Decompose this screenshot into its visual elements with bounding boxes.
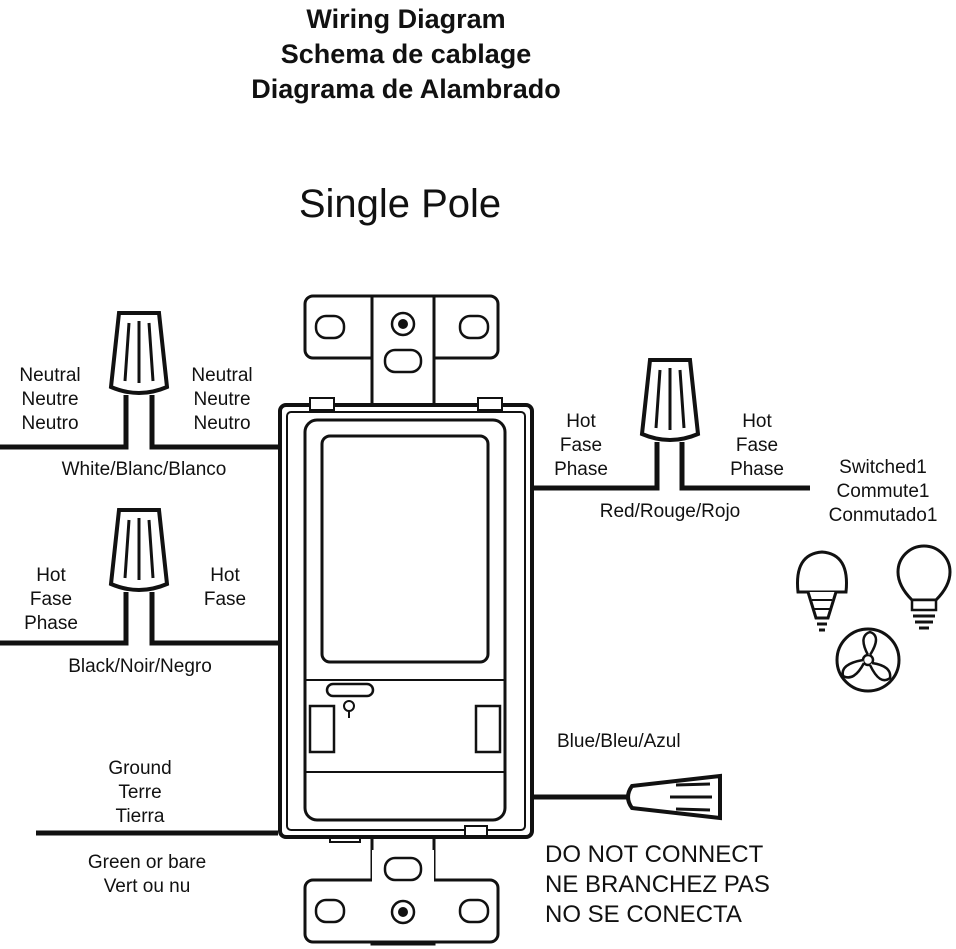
label-line: Green or bare <box>87 852 207 873</box>
label-line: DO NOT CONNECT <box>545 841 764 868</box>
label-line: Ground <box>108 758 172 779</box>
label-line: Tierra <box>115 806 165 827</box>
label-line: Commute1 <box>836 481 930 502</box>
label-line: Switched1 <box>839 457 927 478</box>
neutral-wire-label: White/Blanc/Blanco <box>61 459 227 480</box>
blue-wire <box>532 773 722 821</box>
label-line: NE BRANCHEZ PAS <box>545 871 770 898</box>
diagram-title-fr: Schema de cablage <box>280 39 532 69</box>
label-line: Conmutado1 <box>828 505 938 526</box>
neutral-right-label: Neutral Neutre Neutro <box>182 364 262 436</box>
label-line: NO SE CONECTA <box>545 901 742 928</box>
hot-in-wire <box>0 508 278 646</box>
wire-nut-neutral-icon <box>109 311 169 395</box>
label-line: Neutro <box>193 413 251 434</box>
ground-wire-label: Green or bare Vert ou nu <box>60 851 234 899</box>
diagram-subtitle: Single Pole <box>298 182 502 226</box>
led-bulb-icon <box>796 550 848 632</box>
wire-nut-capped-icon <box>626 773 722 821</box>
label-line: Hot <box>36 565 66 586</box>
label-line: Hot <box>210 565 240 586</box>
wire-nut-hot-in-icon <box>109 508 169 592</box>
label-line: Neutro <box>21 413 79 434</box>
hot-out-wire <box>532 358 810 491</box>
switched-label: Switched1 Commute1 Conmutado1 <box>815 456 951 528</box>
label-line: Fase <box>29 589 73 610</box>
label-line: Terre <box>118 782 162 803</box>
top-mounting-strap <box>303 294 500 410</box>
label-line: Fase <box>559 435 603 456</box>
blue-wire-label: Blue/Bleu/Azul <box>557 731 681 752</box>
label-line: Hot <box>566 411 596 432</box>
label-line: Phase <box>554 459 608 480</box>
hot-in-left-label: Hot Fase Phase <box>14 564 88 636</box>
label-line: Hot <box>742 411 772 432</box>
label-line: Vert ou nu <box>103 876 191 897</box>
fan-icon <box>835 627 901 693</box>
ground-label: Ground Terre Tierra <box>90 757 190 829</box>
hot-out-left-label: Hot Fase Phase <box>546 410 616 482</box>
label-line: Fase <box>203 589 247 610</box>
neutral-wire <box>0 311 278 450</box>
hot-in-right-label: Hot Fase <box>192 564 258 612</box>
do-not-connect-warning: DO NOT CONNECT NE BRANCHEZ PAS NO SE CON… <box>545 840 770 930</box>
hot-out-wire-label: Red/Rouge/Rojo <box>599 501 741 522</box>
indicator-light <box>325 682 375 698</box>
hot-in-wire-label: Black/Noir/Negro <box>68 656 212 677</box>
bottom-mounting-strap <box>303 827 500 946</box>
label-line: Neutral <box>19 365 81 386</box>
diagram-title-en: Wiring Diagram <box>306 4 506 34</box>
switch-device <box>278 294 534 946</box>
label-line: Neutre <box>193 389 251 410</box>
diagram-title-es: Diagrama de Alambrado <box>251 74 561 104</box>
wire-nut-hot-out-icon <box>640 358 700 442</box>
hot-out-right-label: Hot Fase Phase <box>722 410 792 482</box>
label-line: Neutre <box>21 389 79 410</box>
neutral-left-label: Neutral Neutre Neutro <box>10 364 90 436</box>
incandescent-bulb-icon <box>896 544 952 630</box>
label-line: Phase <box>730 459 784 480</box>
label-line: Neutral <box>191 365 253 386</box>
label-line: Fase <box>735 435 779 456</box>
label-line: Phase <box>24 613 78 634</box>
